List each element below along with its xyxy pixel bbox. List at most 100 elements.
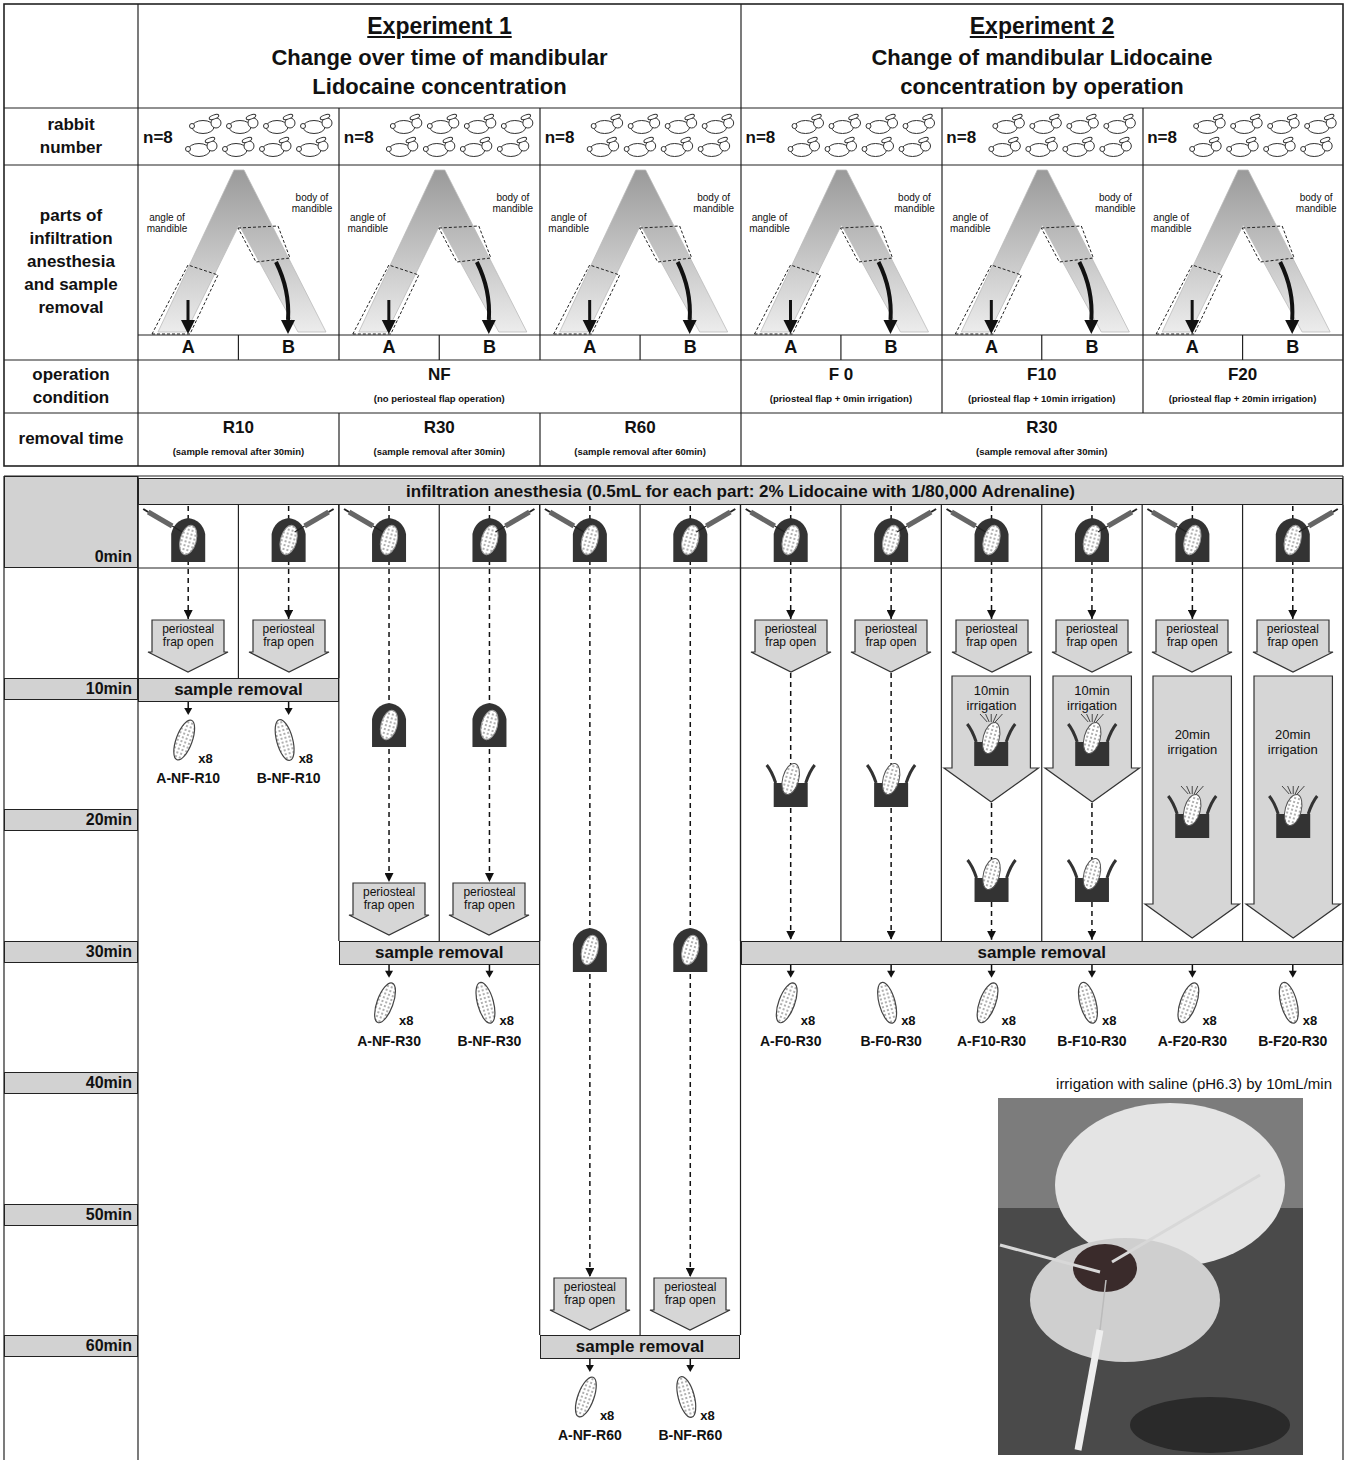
tooth-in-bone-icon bbox=[1168, 796, 1216, 814]
node-text: sample removal bbox=[977, 943, 1106, 963]
rabbit-icon bbox=[899, 147, 904, 152]
node-text: periosteal frap open bbox=[957, 620, 1027, 652]
node-text: 20min irrigation bbox=[1155, 728, 1229, 758]
mandible-illustration bbox=[884, 320, 898, 334]
syringe-icon bbox=[746, 509, 751, 512]
water-spray bbox=[1181, 786, 1203, 794]
specimen-group bbox=[285, 708, 293, 715]
mandible-illustration bbox=[784, 320, 798, 334]
rabbit-icon bbox=[1100, 136, 1132, 156]
specimen-group bbox=[385, 971, 393, 978]
sample-name: B-F0-R30 bbox=[841, 1031, 941, 1051]
specimen-group bbox=[787, 971, 795, 978]
rabbit-icon bbox=[390, 124, 395, 129]
node-text: periosteal frap open bbox=[1157, 620, 1227, 652]
tooth-in-bone-icon bbox=[679, 933, 702, 966]
mandible-illustration bbox=[789, 300, 792, 322]
specimen-group bbox=[1088, 971, 1096, 978]
sample-count: x8 bbox=[1102, 1013, 1134, 1029]
tooth-in-bone-icon bbox=[980, 523, 1003, 556]
rabbit-icon bbox=[1264, 147, 1269, 152]
syringe-icon bbox=[1309, 512, 1333, 526]
arrow-outline bbox=[1052, 620, 1132, 672]
flap-arrow-box: periosteal frap open bbox=[650, 1278, 730, 1330]
node-text: periosteal frap open bbox=[254, 620, 324, 652]
part-label: angle of mandible bbox=[144, 200, 190, 246]
part-label: body of mandible bbox=[1091, 181, 1139, 225]
tooth-in-bone-icon bbox=[968, 860, 1016, 878]
tooth-in-bone-icon bbox=[779, 523, 802, 556]
specimen-group bbox=[472, 980, 498, 1025]
table-rule bbox=[1242, 335, 1243, 360]
tooth-in-bone-icon bbox=[1080, 720, 1104, 755]
sample-removal-band: sample removal bbox=[741, 941, 1344, 965]
rabbit-icon bbox=[811, 113, 822, 120]
tooth-in-bone-icon bbox=[767, 761, 815, 807]
part-letter: B bbox=[1243, 335, 1343, 360]
surgery-photo bbox=[998, 1098, 1303, 1455]
tooth-in-bone-icon bbox=[1181, 786, 1203, 794]
table-rule bbox=[238, 505, 239, 678]
rabbit-icon bbox=[885, 113, 896, 120]
time-marker: 50min bbox=[4, 1204, 138, 1226]
syringe-icon bbox=[550, 512, 574, 526]
rabbit-icon bbox=[628, 124, 633, 129]
rabbit-icon bbox=[497, 136, 528, 156]
tooth-in-bone-icon bbox=[573, 518, 607, 562]
table-rule bbox=[941, 505, 942, 941]
mandible-illustration bbox=[1185, 320, 1199, 334]
rabbit-icon bbox=[260, 136, 292, 156]
water-spray bbox=[1187, 786, 1191, 794]
node-text: 20min irrigation bbox=[1256, 728, 1330, 758]
rabbit-icon bbox=[427, 124, 432, 129]
tooth-in-bone-icon bbox=[1181, 523, 1204, 556]
arrow-outline bbox=[851, 620, 931, 672]
node-text: 20min bbox=[86, 811, 132, 829]
specimen-group bbox=[288, 701, 290, 709]
tooth-in-bone-icon bbox=[377, 708, 400, 741]
flow-arrow bbox=[589, 506, 591, 1277]
rabbit-icon bbox=[1231, 124, 1236, 129]
node-text: periosteal frap open bbox=[555, 1278, 625, 1310]
tooth-in-bone-icon bbox=[1168, 792, 1216, 838]
specimen-group bbox=[790, 964, 792, 972]
rabbit-icon bbox=[591, 124, 596, 129]
syringe-icon bbox=[295, 509, 334, 532]
specimen-group bbox=[1276, 980, 1302, 1025]
tooth-in-bone-icon bbox=[478, 523, 501, 556]
condition-note: (priosteal flap + 20min irrigation) bbox=[1142, 388, 1343, 408]
part-label: body of mandible bbox=[690, 181, 738, 225]
tooth-in-bone-icon bbox=[472, 703, 506, 747]
condition-code: F20 bbox=[1142, 362, 1343, 388]
row-header: removal time bbox=[14, 413, 128, 466]
rabbit-icon bbox=[866, 113, 898, 133]
rabbit-icon bbox=[788, 147, 793, 152]
mandible-illustration bbox=[353, 265, 419, 334]
syringe-icon bbox=[1299, 509, 1338, 532]
tooth-in-bone-icon bbox=[472, 518, 506, 562]
tooth-in-bone-icon bbox=[968, 720, 1016, 766]
time-marker: 20min bbox=[4, 809, 138, 831]
syringe-icon bbox=[344, 509, 383, 532]
rabbit-icon bbox=[501, 113, 532, 133]
rabbit-icon bbox=[665, 124, 670, 129]
rabbit-icon bbox=[899, 136, 931, 156]
rabbit-icon bbox=[1082, 136, 1093, 143]
syringe-icon bbox=[545, 509, 550, 512]
syringe-icon bbox=[349, 512, 373, 526]
water-spray bbox=[1282, 786, 1304, 794]
arrow-outline bbox=[449, 883, 529, 935]
time-marker: 10min bbox=[4, 678, 138, 700]
tooth-in-bone-icon bbox=[874, 518, 908, 562]
rabbit-icon bbox=[1100, 147, 1105, 152]
syringe-icon bbox=[907, 512, 931, 526]
tooth-in-bone-icon bbox=[1282, 786, 1304, 794]
rabbit-icon bbox=[587, 136, 619, 156]
arrow-outline bbox=[550, 1278, 630, 1330]
arrow-outline bbox=[650, 1278, 730, 1330]
rabbit-icon bbox=[1104, 113, 1136, 133]
rabbit-icon bbox=[1268, 124, 1273, 129]
specimen-group bbox=[1174, 980, 1203, 1025]
part-letter: A bbox=[540, 335, 640, 360]
table-rule bbox=[3, 476, 4, 1460]
